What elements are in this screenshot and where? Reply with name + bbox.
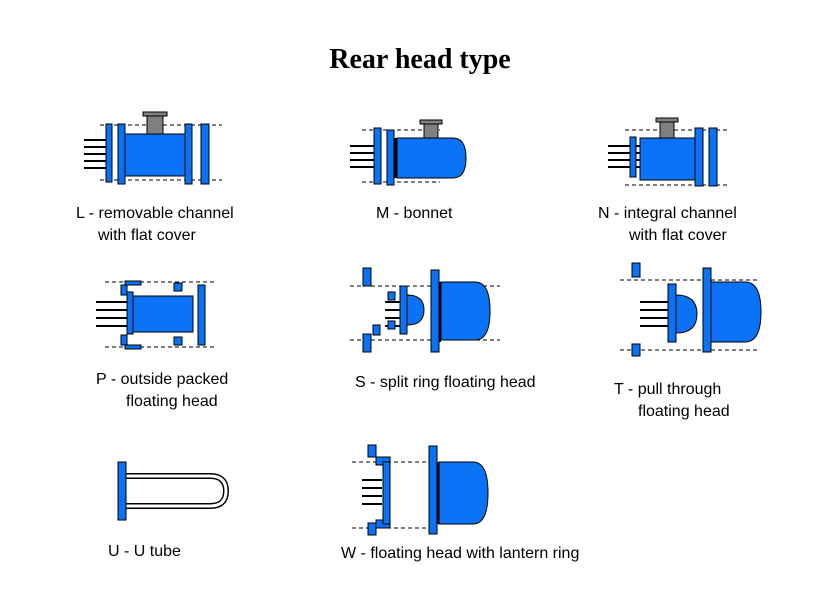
caption-t: T - pull through floating head [614, 381, 730, 420]
caption-p: P - outside packed floating head [96, 371, 229, 410]
floating-head-lantern-ring-icon [352, 444, 489, 536]
bonnet-icon [350, 119, 467, 186]
caption-u: U - U tube [108, 543, 181, 560]
caption-s: S - split ring floating head [355, 374, 536, 391]
caption-m: M - bonnet [376, 205, 453, 222]
caption-n: N - integral channel with flat cover [598, 205, 737, 244]
pull-through-floating-head-icon [620, 262, 762, 357]
removable-channel-flat-cover-icon [84, 111, 222, 185]
outside-packed-floating-head-icon [96, 280, 215, 350]
caption-l: L - removable channel with flat cover [76, 205, 234, 244]
u-tube-icon [117, 461, 230, 521]
integral-channel-flat-cover-icon [608, 117, 730, 187]
caption-w: W - floating head with lantern ring [341, 545, 580, 562]
split-ring-floating-head-icon [350, 267, 500, 353]
page-title: Rear head type [329, 44, 511, 75]
